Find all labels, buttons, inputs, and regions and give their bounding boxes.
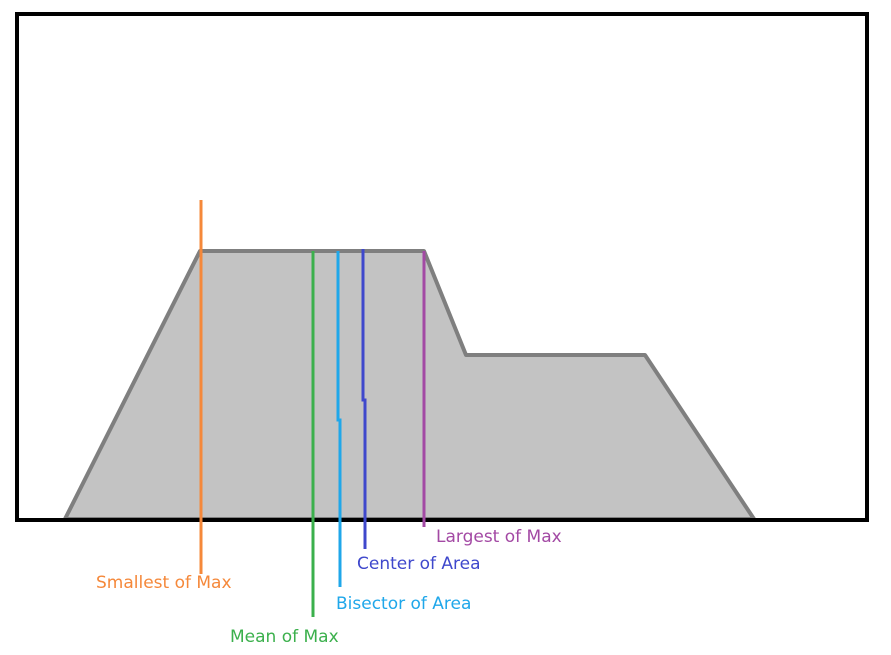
smallest-of-max-label: Smallest of Max bbox=[96, 573, 232, 593]
mean-of-max-label: Mean of Max bbox=[230, 627, 339, 647]
bisector-of-area-line bbox=[336, 251, 342, 587]
center-of-area-line bbox=[361, 249, 367, 549]
center-of-area-label: Center of Area bbox=[357, 554, 481, 574]
aggregated-membership-shape bbox=[63, 249, 756, 521]
bisector-of-area-label: Bisector of Area bbox=[336, 594, 471, 614]
largest-of-max-label: Largest of Max bbox=[436, 527, 562, 547]
